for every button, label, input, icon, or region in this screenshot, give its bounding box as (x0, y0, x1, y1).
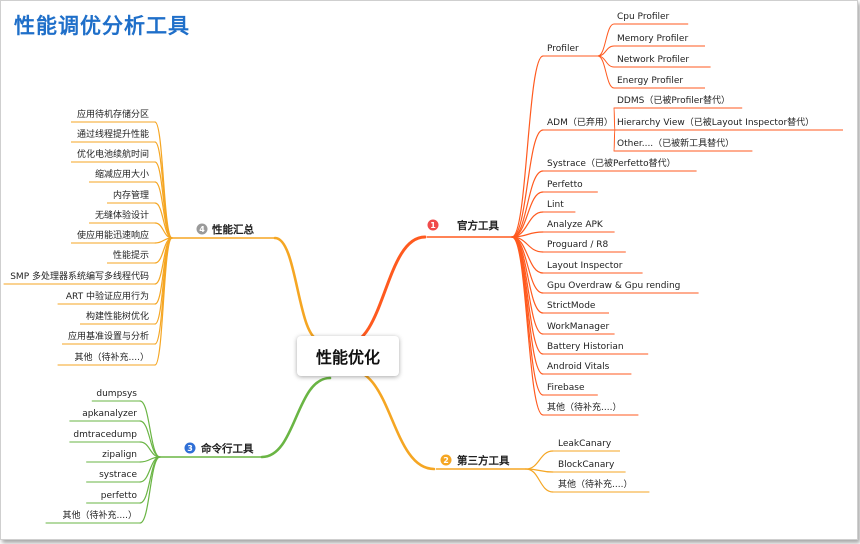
official-item-12: Android Vitals (547, 362, 610, 372)
official-sub-link-0-3 (597, 55, 615, 89)
badge-official-number: 1 (430, 221, 436, 230)
branch-link-cmd (260, 376, 332, 459)
cmd-item-4: systrace (99, 470, 137, 480)
summary-item-8: SMP 多处理器系统编写多线程代码 (10, 270, 149, 282)
summary-item-1: 通过线程提升性能 (77, 128, 149, 140)
official-sub-link-1-2 (613, 129, 616, 152)
summary-link-11 (154, 237, 173, 345)
official-sub-item-0-0: Cpu Profiler (617, 12, 670, 22)
summary-item-9: ART 中验证应用行为 (66, 290, 149, 302)
third-link-0 (525, 450, 554, 470)
branch-link-official (343, 235, 427, 347)
summary-item-12: 其他（待补充....） (75, 351, 149, 363)
summary-link-12 (154, 237, 173, 366)
official-sub-item-1-2: Other....（已被新工具替代） (617, 137, 734, 149)
official-sub-link-0-0 (597, 23, 615, 57)
page-title: 性能调优分析工具 (14, 14, 190, 38)
official-item-10: WorkManager (547, 322, 610, 332)
badge-summary-number: 4 (199, 225, 205, 234)
official-sub-item-0-1: Memory Profiler (617, 34, 688, 44)
official-sub-item-1-1: Hierarchy View（已被Layout Inspector替代） (617, 116, 814, 128)
branch-third-label: 第三方工具 (457, 454, 510, 467)
official-item-2: Systrace（已被Perfetto替代） (547, 157, 676, 169)
third-link-2 (525, 468, 554, 493)
official-sub-link-0-1 (597, 45, 615, 57)
cmd-item-0: dumpsys (96, 389, 137, 399)
summary-item-10: 构建性能树优化 (86, 310, 149, 322)
official-sub-item-1-0: DDMS（已被Profiler替代） (617, 94, 730, 106)
summary-item-0: 应用待机存储分区 (77, 108, 149, 120)
cmd-item-1: apkanalyzer (82, 409, 137, 419)
official-item-6: Proguard / R8 (547, 240, 608, 250)
official-item-7: Layout Inspector (547, 261, 623, 271)
branch-official-label: 官方工具 (457, 219, 499, 232)
official-item-5: Analyze APK (547, 220, 604, 230)
official-link-0 (511, 55, 544, 238)
official-link-12 (511, 236, 544, 375)
badge-summary (196, 223, 208, 235)
official-link-14 (511, 236, 544, 416)
summary-item-2: 优化电池续航时间 (77, 148, 149, 160)
official-item-0: Profiler (547, 44, 579, 54)
badge-official (427, 219, 439, 231)
official-link-3 (511, 191, 544, 238)
badge-cmd (184, 442, 196, 454)
official-item-1: ADM（已弃用） (547, 116, 613, 128)
branch-cmd-label: 命令行工具 (200, 442, 254, 455)
third-item-0: LeakCanary (558, 439, 612, 449)
official-sub-link-1-0 (613, 107, 616, 131)
summary-item-11: 应用基准设置与分析 (68, 330, 149, 342)
official-item-14: 其他（待补充....） (547, 401, 621, 413)
summary-item-4: 内存管理 (113, 189, 149, 201)
center-node[interactable]: 性能优化 (297, 336, 399, 376)
branch-summary-label: 性能汇总 (212, 223, 254, 236)
official-item-4: Lint (547, 200, 564, 210)
official-item-9: StrictMode (547, 301, 596, 311)
cmd-link-5 (139, 456, 161, 504)
cmd-item-2: dmtracedump (73, 430, 137, 440)
summary-item-5: 无缝体验设计 (95, 209, 149, 221)
badge-third (440, 454, 452, 466)
cmd-link-6 (139, 456, 161, 524)
cmd-item-3: zipalign (102, 450, 137, 460)
summary-item-7: 性能提示 (113, 249, 149, 261)
official-sub-item-0-3: Energy Profiler (617, 76, 683, 86)
center-node-label: 性能优化 (315, 348, 380, 367)
summary-item-3: 缩减应用大小 (95, 168, 149, 180)
official-item-3: Perfetto (547, 180, 583, 190)
official-item-13: Firebase (547, 383, 585, 393)
summary-item-6: 使应用能迅速响应 (77, 229, 149, 241)
cmd-item-6: 其他（待补充....） (63, 509, 137, 521)
badge-third-number: 2 (443, 456, 449, 465)
branch-link-third (348, 368, 436, 471)
official-item-8: Gpu Overdraw & Gpu rending (547, 281, 680, 291)
cmd-link-1 (139, 420, 161, 458)
badge-cmd-number: 3 (187, 444, 193, 453)
third-item-2: 其他（待补充....） (558, 478, 632, 490)
official-link-1 (511, 129, 544, 238)
official-link-13 (511, 236, 544, 396)
official-sub-item-0-2: Network Profiler (617, 55, 689, 65)
cmd-item-5: perfetto (101, 491, 138, 501)
branch-link-summary (273, 236, 322, 342)
third-item-1: BlockCanary (558, 460, 615, 470)
official-item-11: Battery Historian (547, 342, 624, 352)
